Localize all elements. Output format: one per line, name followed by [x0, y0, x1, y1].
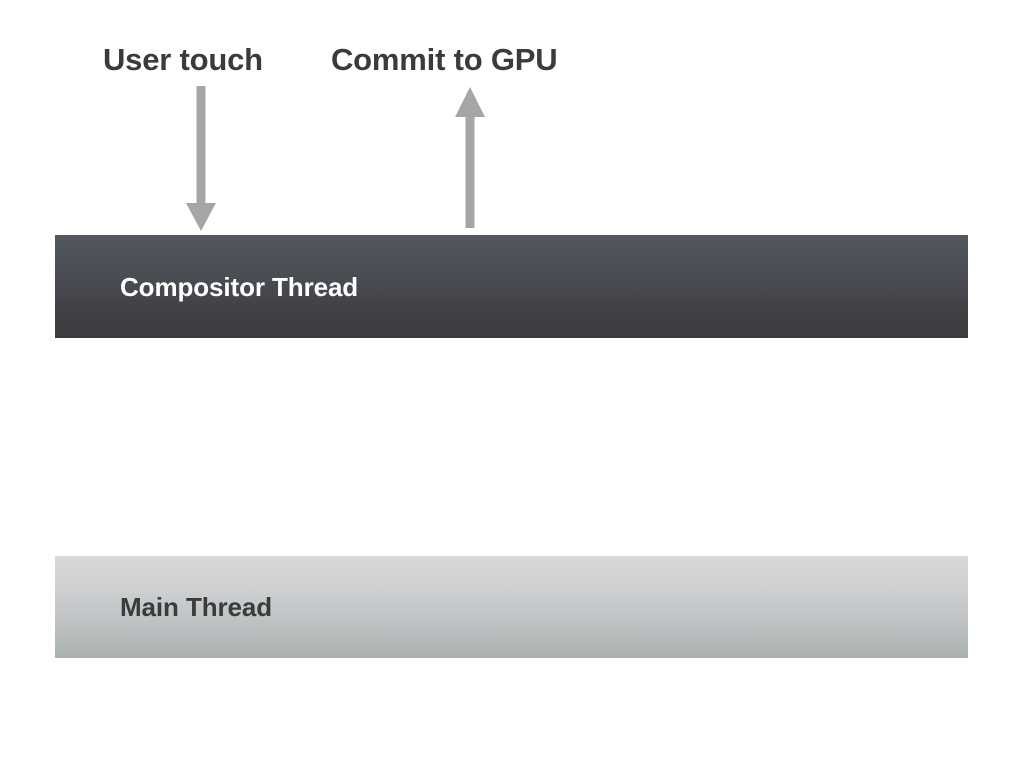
- lane-label-main-thread: Main Thread: [120, 592, 273, 622]
- arrow-up-icon: [455, 87, 485, 228]
- lane-compositor-thread[interactable]: Compositor Thread: [55, 235, 968, 338]
- arrow-down-icon: [186, 86, 216, 231]
- lane-label-compositor-thread: Compositor Thread: [120, 271, 359, 302]
- annotation-label-commit-to-gpu: Commit to GPU: [331, 42, 558, 77]
- lane-main-thread[interactable]: Main Thread: [55, 556, 968, 658]
- annotation-label-user-touch: User touch: [103, 42, 263, 77]
